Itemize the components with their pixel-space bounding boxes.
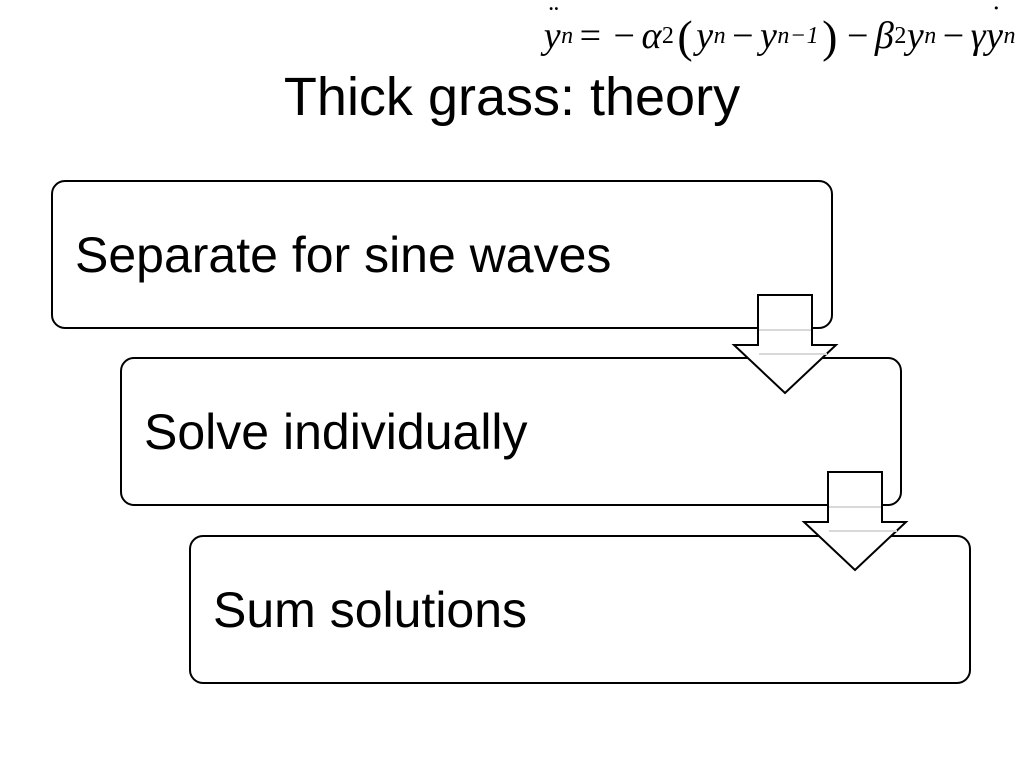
step-label: Sum solutions	[213, 581, 528, 638]
process-step-3: Sum solutions	[189, 535, 971, 684]
subscript-n: n	[924, 22, 937, 49]
alpha-symbol: α	[641, 15, 662, 57]
subscript-n-minus-1: n−1	[777, 22, 820, 49]
single-dot-accent: ˙	[991, 0, 1001, 33]
subscript-n: n	[561, 22, 574, 49]
minus-sign: −	[613, 15, 636, 57]
down-arrow-icon	[731, 294, 839, 395]
process-step-1: Separate for sine waves	[51, 180, 833, 329]
arrow-shape	[801, 471, 909, 572]
subscript-n: n	[1003, 22, 1016, 49]
y-term: y	[696, 15, 714, 57]
y-double-dot: ¨y	[543, 0, 562, 57]
right-paren: )	[822, 10, 838, 62]
equals-sign: =	[579, 15, 602, 57]
left-paren: (	[677, 10, 694, 62]
superscript-2: 2	[661, 22, 675, 49]
y-term: y	[760, 15, 778, 57]
superscript-2: 2	[894, 22, 907, 49]
arrow-shape	[731, 294, 839, 395]
y-term: y	[906, 15, 925, 57]
process-step-2: Solve individually	[120, 357, 902, 506]
y-single-dot: ˙y	[986, 0, 1004, 57]
minus-sign: −	[846, 15, 869, 57]
step-label: Solve individually	[144, 403, 528, 460]
minus-sign: −	[732, 15, 755, 57]
slide-title: Thick grass: theory	[283, 67, 741, 127]
subscript-n: n	[713, 22, 727, 49]
beta-symbol: β	[874, 15, 895, 57]
down-arrow-icon	[801, 471, 909, 572]
double-dot-accent: ¨	[548, 0, 559, 33]
gamma-symbol: γ	[970, 15, 987, 57]
step-label: Separate for sine waves	[75, 226, 612, 283]
minus-sign: −	[942, 15, 965, 57]
